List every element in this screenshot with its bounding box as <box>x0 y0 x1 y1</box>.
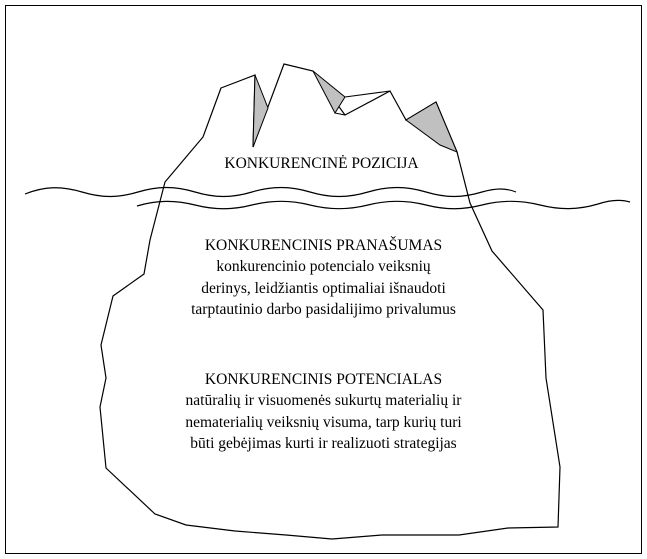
potential-line-3: būti gebėjimas kurti ir realizuoti strat… <box>0 435 647 453</box>
potential-line-2: nematerialių veiksnių visuma, tarp kurių… <box>0 414 647 432</box>
advantage-line-2: derinys, leidžiantis optimaliai išnaudot… <box>0 280 647 298</box>
competitive-position-label: KONKURENCINĖ POZICIJA <box>0 155 645 173</box>
potential-title: KONKURENCINIS POTENCIALAS <box>0 371 647 389</box>
advantage-title: KONKURENCINIS PRANAŠUMAS <box>0 237 647 255</box>
potential-line-1: natūralių ir visuomenės sukurtų material… <box>0 392 647 410</box>
advantage-line-1: konkurencinio potencialo veiksnių <box>0 258 647 276</box>
advantage-line-3: tarptautinio darbo pasidalijimo privalum… <box>0 301 647 319</box>
